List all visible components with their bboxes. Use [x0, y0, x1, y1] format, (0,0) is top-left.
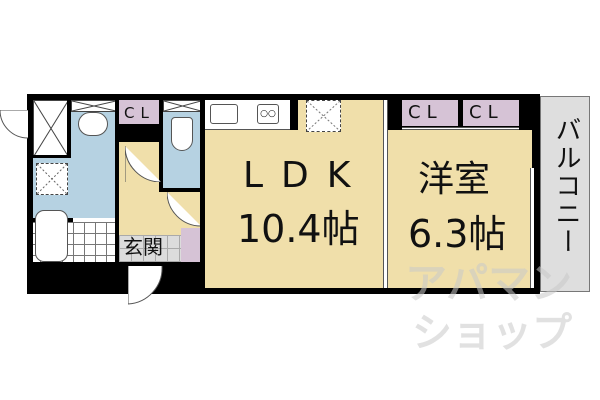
ldk — [205, 100, 383, 288]
toilet-icon — [171, 117, 193, 151]
closet-3-label: CL — [469, 102, 504, 123]
closet-3 — [463, 100, 519, 126]
bathtub-icon — [35, 210, 68, 262]
closet-2-label: CL — [408, 102, 443, 123]
genkan-label: 玄関 — [123, 235, 163, 259]
closet-2 — [402, 100, 458, 126]
stove-icon: ○○ — [257, 104, 279, 124]
watermark-line1: アパマン — [405, 259, 573, 308]
sliding-partition — [383, 100, 388, 288]
washer-pan — [36, 163, 68, 195]
western-room — [388, 130, 532, 288]
ldk-size: 10.4帖 — [237, 207, 360, 251]
balcony-window — [530, 168, 534, 288]
balcony-label: バルコニー — [551, 116, 581, 256]
window — [71, 100, 117, 112]
western-room-size: 6.3帖 — [408, 212, 507, 256]
western-room-label: 洋室 — [418, 159, 491, 200]
refrigerator-space — [306, 100, 341, 132]
entrance-door — [128, 266, 164, 306]
kitchen-counter — [205, 100, 290, 130]
side-door — [0, 110, 28, 150]
window — [163, 100, 202, 112]
toilet-door — [125, 146, 161, 182]
ldk-door — [167, 192, 201, 228]
closet-1 — [119, 100, 159, 124]
sink-icon — [210, 104, 238, 124]
ldk-label: LDK — [243, 155, 369, 196]
storage-x-box — [33, 100, 69, 157]
watermark-line2: ショップ — [412, 310, 572, 356]
closet-1-label: CL — [124, 104, 155, 122]
washbasin-icon — [78, 112, 108, 136]
balcony — [540, 96, 590, 292]
shoe-closet — [181, 228, 200, 262]
genkan — [119, 235, 181, 262]
